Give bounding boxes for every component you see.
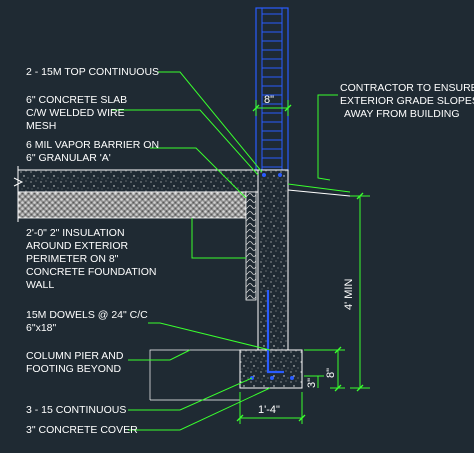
label-top-rebar: 2 - 15M TOP CONTINUOUS — [26, 66, 159, 78]
label-insulation-line2: AROUND EXTERIOR — [26, 240, 129, 252]
granular-fill — [17, 191, 247, 219]
label-grade-line1: CONTRACTOR TO ENSURE — [340, 82, 474, 94]
label-pier-line1: COLUMN PIER AND — [26, 350, 124, 362]
grade-line — [287, 183, 351, 197]
label-vapor-line2: 6" GRANULAR 'A' — [26, 152, 111, 164]
label-dowels-line1: 15M DOWELS @ 24" C/C — [26, 309, 148, 321]
break-mark — [13, 166, 24, 222]
dim-footing-height: 8" — [325, 368, 337, 378]
dim-wall-width: 8" — [264, 94, 274, 106]
label-slab-line1: 6" CONCRETE SLAB — [26, 94, 127, 106]
label-insulation-line3: PERIMETER ON 8" — [26, 253, 119, 265]
label-dowels-line2: 6"x18" — [26, 322, 56, 334]
dimension-ticks — [236, 104, 364, 422]
label-slab-line2: C/W WELDED WIRE — [26, 107, 125, 119]
dim-cover: 3" — [306, 378, 318, 388]
column-pier-outline — [149, 349, 240, 401]
block-wall — [255, 7, 289, 171]
foundation-wall — [257, 169, 289, 351]
leader-lines — [112, 71, 338, 431]
insulation — [245, 191, 257, 301]
label-grade-line2: EXTERIOR GRADE SLOPES — [340, 95, 474, 107]
annotations: 2 - 15M TOP CONTINUOUS 6" CONCRETE SLAB … — [26, 66, 474, 436]
label-insulation-line5: WALL — [26, 279, 54, 291]
label-concrete-cover: 3" CONCRETE COVER — [26, 424, 138, 436]
footing-rebar — [250, 173, 294, 380]
dim-footing-width: 1'-4" — [258, 404, 280, 416]
label-continuous-bars: 3 - 15 CONTINUOUS — [26, 404, 126, 416]
footing — [239, 349, 303, 389]
label-pier-line2: FOOTING BEYOND — [26, 363, 122, 375]
label-insulation-line4: CONCRETE FOUNDATION — [26, 266, 156, 278]
label-slab-line3: MESH — [26, 120, 56, 132]
dim-depth-min: 4' MIN — [343, 279, 355, 310]
label-insulation-line1: 2'-0" 2" INSULATION — [26, 227, 125, 239]
label-vapor-line1: 6 MIL VAPOR BARRIER ON — [26, 139, 159, 151]
label-grade-line3: AWAY FROM BUILDING — [344, 108, 460, 120]
